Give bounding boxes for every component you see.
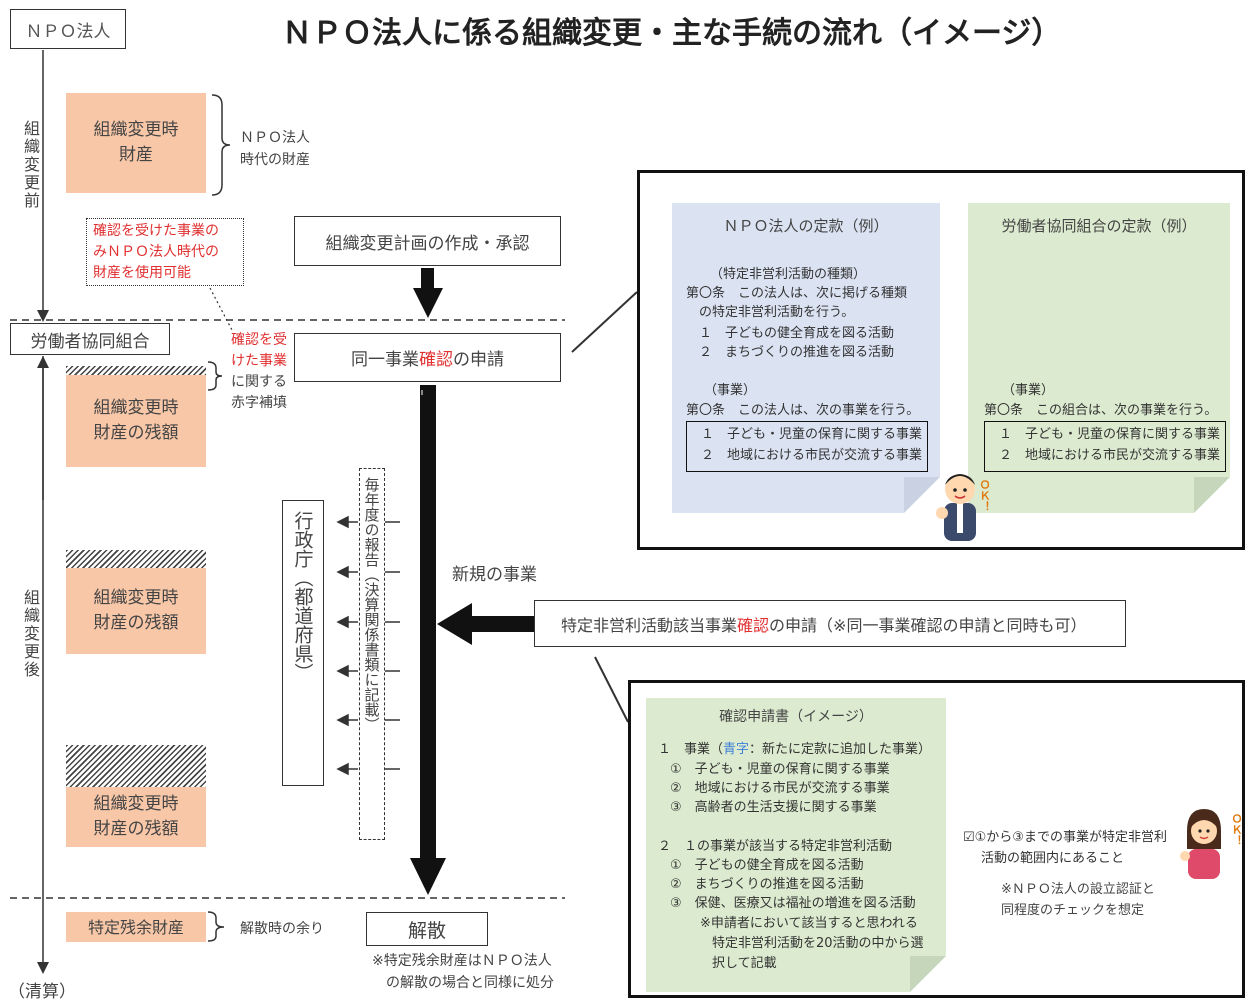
dissolution-remainder-label: 解散時の余り — [240, 921, 324, 937]
application-title: 確認申請書（イメージ） — [719, 709, 873, 725]
hatch-2 — [66, 550, 206, 568]
page-curl — [904, 477, 940, 513]
brace-deficit — [207, 361, 223, 391]
s1-heading: １ 事業（青字：新たに定款に追加した事業） — [658, 742, 932, 757]
plan-box: 組織変更計画の作成・承認 — [294, 216, 561, 266]
flow-arrow-small-head — [413, 288, 443, 318]
page-title: ＮＰＯ法人に係る組織変更・主な手続の流れ（イメージ） — [282, 16, 1062, 51]
connector-bottom — [594, 656, 629, 723]
after-label: 組織変更後 — [18, 585, 42, 683]
hatch-3 — [66, 745, 206, 787]
settlement-label: （清算） — [8, 982, 76, 1002]
npo-label-box: ＮＰＯ法人 — [10, 9, 126, 49]
dissolution-box: 解散 — [366, 912, 488, 946]
asset-before-box: 組織変更時財産 — [66, 93, 206, 193]
ok-text-1: ＯＫ！ — [978, 479, 991, 512]
application-panel: 確認申請書（イメージ） １ 事業（青字：新たに定款に追加した事業） ① 子ども・… — [628, 680, 1245, 998]
npo-label: ＮＰＯ法人 — [25, 21, 111, 42]
npo-articles-doc: ＮＰＯ法人の定款（例） （特定非営利活動の種類） 第〇条 この法人は、次に掲げる… — [672, 203, 940, 513]
main-flow-shaft — [420, 385, 436, 860]
npo-era-assets-label: ＮＰＯ法人時代の財産 — [240, 130, 310, 168]
coop-articles-title: 労働者協同組合の定款（例） — [1001, 217, 1197, 235]
specified-application-box: 特定非営利活動該当事業確認の申請（※同一事業確認の申請と同時も可） — [534, 600, 1126, 647]
before-label: 組織変更前 — [18, 120, 42, 210]
same-business-box: 同一事業確認の申請 — [294, 333, 561, 382]
ok-text-2: ＯＫ！ — [1230, 813, 1243, 846]
remaining-asset-box-1: 組織変更時財産の残額 — [66, 375, 206, 467]
deficit-note: 確認を受 けた事業 に関する 赤字補填 — [231, 332, 287, 411]
remaining-asset-box-2: 組織変更時財産の残額 — [66, 568, 206, 654]
ok-woman-icon — [1180, 809, 1221, 879]
usage-note: 確認を受けた事業のみＮＰＯ法人時代の財産を使用可能 — [86, 218, 244, 286]
hatch-1 — [66, 366, 206, 375]
npo-articles-title: ＮＰＯ法人の定款（例） — [723, 217, 889, 235]
specified-remaining-box: 特定残余財産 — [66, 912, 206, 942]
ok-character-icon — [936, 474, 976, 541]
articles-panel: ＮＰＯ法人の定款（例） （特定非営利活動の種類） 第〇条 この法人は、次に掲げる… — [637, 170, 1245, 550]
application-doc: 確認申請書（イメージ） １ 事業（青字：新たに定款に追加した事業） ① 子ども・… — [646, 698, 946, 992]
new-business-head — [437, 603, 472, 645]
connector-top — [571, 291, 638, 353]
brace-npo-assets — [211, 94, 231, 196]
annual-report-box: 毎年度の報告（決算関係書類に記載） — [359, 468, 385, 840]
cert-note: ※ＮＰＯ法人の設立認証と 同程度のチェックを想定 — [1001, 882, 1155, 918]
check-note: ☑①から③までの事業が特定非営利 活動の範囲内にあること — [963, 830, 1167, 866]
flow-arrow-small-shaft — [421, 268, 434, 290]
brace-remainder — [207, 911, 225, 942]
main-flow-head — [410, 858, 446, 895]
new-business-label: 新規の事業 — [452, 565, 537, 585]
gov-box: 行政庁（都道府県） — [282, 500, 324, 786]
dissolution-note: ※特定残余財産はＮＰＯ法人 の解散の場合と同様に処分 — [372, 953, 554, 991]
remaining-asset-box-3: 組織変更時財産の残額 — [66, 787, 206, 847]
coop-label-box: 労働者協同組合 — [10, 323, 170, 355]
coop-label: 労働者協同組合 — [30, 331, 150, 352]
dotted-leader — [209, 287, 233, 331]
coop-articles-doc: 労働者協同組合の定款（例） （事業） 第〇条 この組合は、次の事業を行う。 １ … — [968, 203, 1230, 513]
new-business-shaft — [470, 616, 535, 632]
